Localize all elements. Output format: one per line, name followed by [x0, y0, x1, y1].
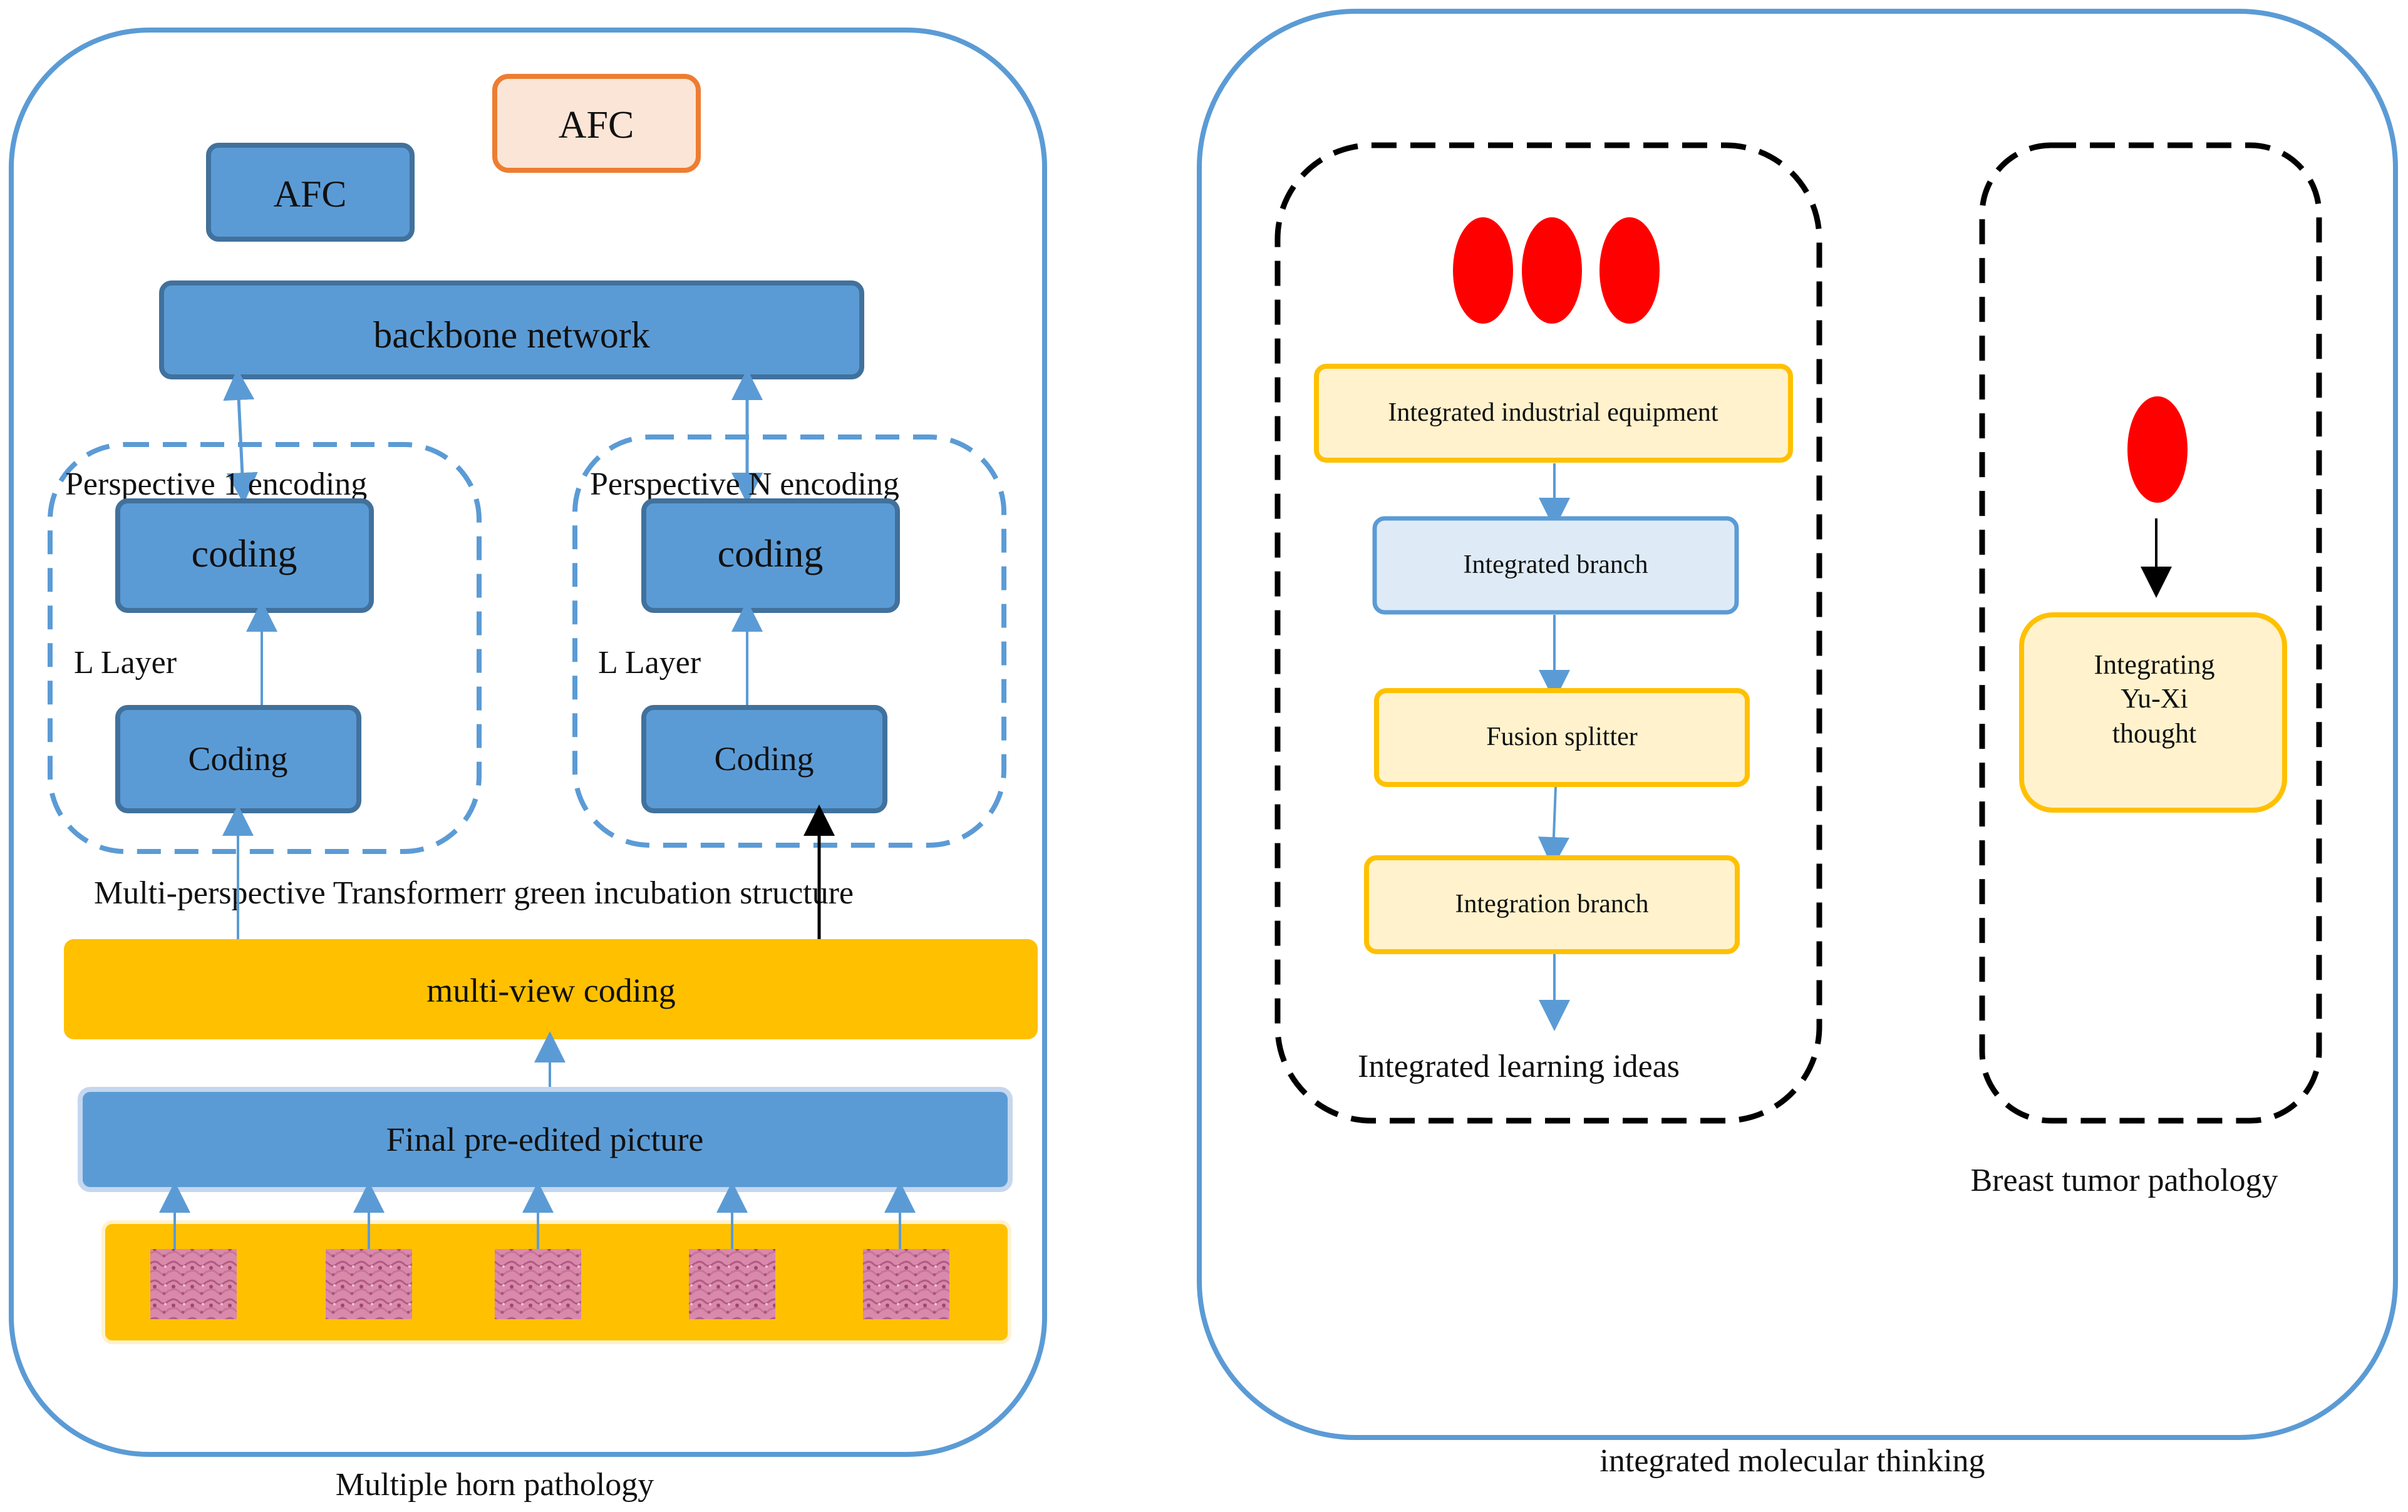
red-dot-4 — [2127, 396, 2188, 503]
red-dot-3 — [1599, 217, 1660, 324]
tumor-box-line-3: thought — [2112, 718, 2196, 749]
perspective-n-coding-lower-label: Coding — [714, 740, 814, 778]
structure-label: Multi-perspective Transformerr green inc… — [94, 875, 854, 911]
red-dot-2 — [1522, 217, 1582, 324]
step-3-label: Fusion splitter — [1486, 723, 1638, 751]
tumor-box-line-1: Integrating — [2094, 649, 2214, 680]
afc-main-label: AFC — [274, 173, 347, 215]
backbone-label: backbone network — [373, 314, 650, 356]
red-dot-1 — [1453, 217, 1513, 324]
perspective-1-coding-lower-label: Coding — [188, 740, 287, 778]
tumor-box — [2019, 612, 2287, 813]
afc-top-box — [492, 74, 701, 173]
step-4-box — [1364, 855, 1740, 954]
tiles-group — [150, 1181, 949, 1319]
right-panel-frame — [1197, 9, 2398, 1440]
backbone-box — [159, 280, 864, 379]
arrow-step-3-4 — [1537, 786, 1569, 868]
tumor-box-line-2: Yu-Xi — [2121, 683, 2188, 714]
perspective-n-group — [572, 435, 1006, 848]
step-1-label: Integrated industrial equipment — [1388, 398, 1718, 427]
multiview-label: multi-view coding — [426, 972, 675, 1009]
learning-group-caption: Integrated learning ideas — [1358, 1049, 1680, 1084]
pathology-tile-1 — [150, 1249, 237, 1319]
perspective-1-coding-upper-label: coding — [192, 533, 297, 575]
perspective-n-coding-upper-label: coding — [718, 533, 824, 575]
pathology-tile-2 — [326, 1249, 412, 1319]
perspective-n-layer-label: L Layer — [598, 645, 701, 681]
step-1-box — [1314, 364, 1793, 463]
learning-group — [1274, 142, 1822, 1124]
afc-main-box — [206, 143, 415, 242]
perspective-n-label: Perspective N encoding — [590, 466, 899, 502]
step-3-box — [1374, 688, 1750, 787]
perspective-1-label: Perspective 1 encoding — [65, 466, 367, 502]
perspective-1-group — [48, 442, 482, 854]
left-panel-caption: Multiple horn pathology — [336, 1467, 654, 1503]
tumor-group — [1979, 142, 2322, 1124]
tumor-group-caption: Breast tumor pathology — [1970, 1163, 2278, 1198]
afc-top-label: AFC — [559, 104, 634, 147]
step-4-label: Integration branch — [1455, 890, 1648, 918]
pathology-tile-5 — [863, 1249, 949, 1319]
perspective-n-coding-upper — [641, 498, 900, 613]
perspective-1-coding-upper — [115, 498, 374, 613]
pathology-tile-3 — [495, 1249, 581, 1319]
perspective-1-layer-label: L Layer — [74, 645, 177, 681]
arrow-backbone-perspective-1 — [223, 369, 258, 504]
multiview-box — [64, 939, 1038, 1039]
left-panel-frame — [9, 28, 1047, 1457]
step-2-label: Integrated branch — [1463, 550, 1648, 579]
final-picture-label: Final pre-edited picture — [386, 1121, 704, 1158]
right-panel-caption: integrated molecular thinking — [1599, 1443, 1985, 1479]
perspective-n-coding-lower — [641, 705, 887, 813]
step-2-box — [1372, 516, 1739, 615]
pathology-tile-4 — [689, 1249, 775, 1319]
